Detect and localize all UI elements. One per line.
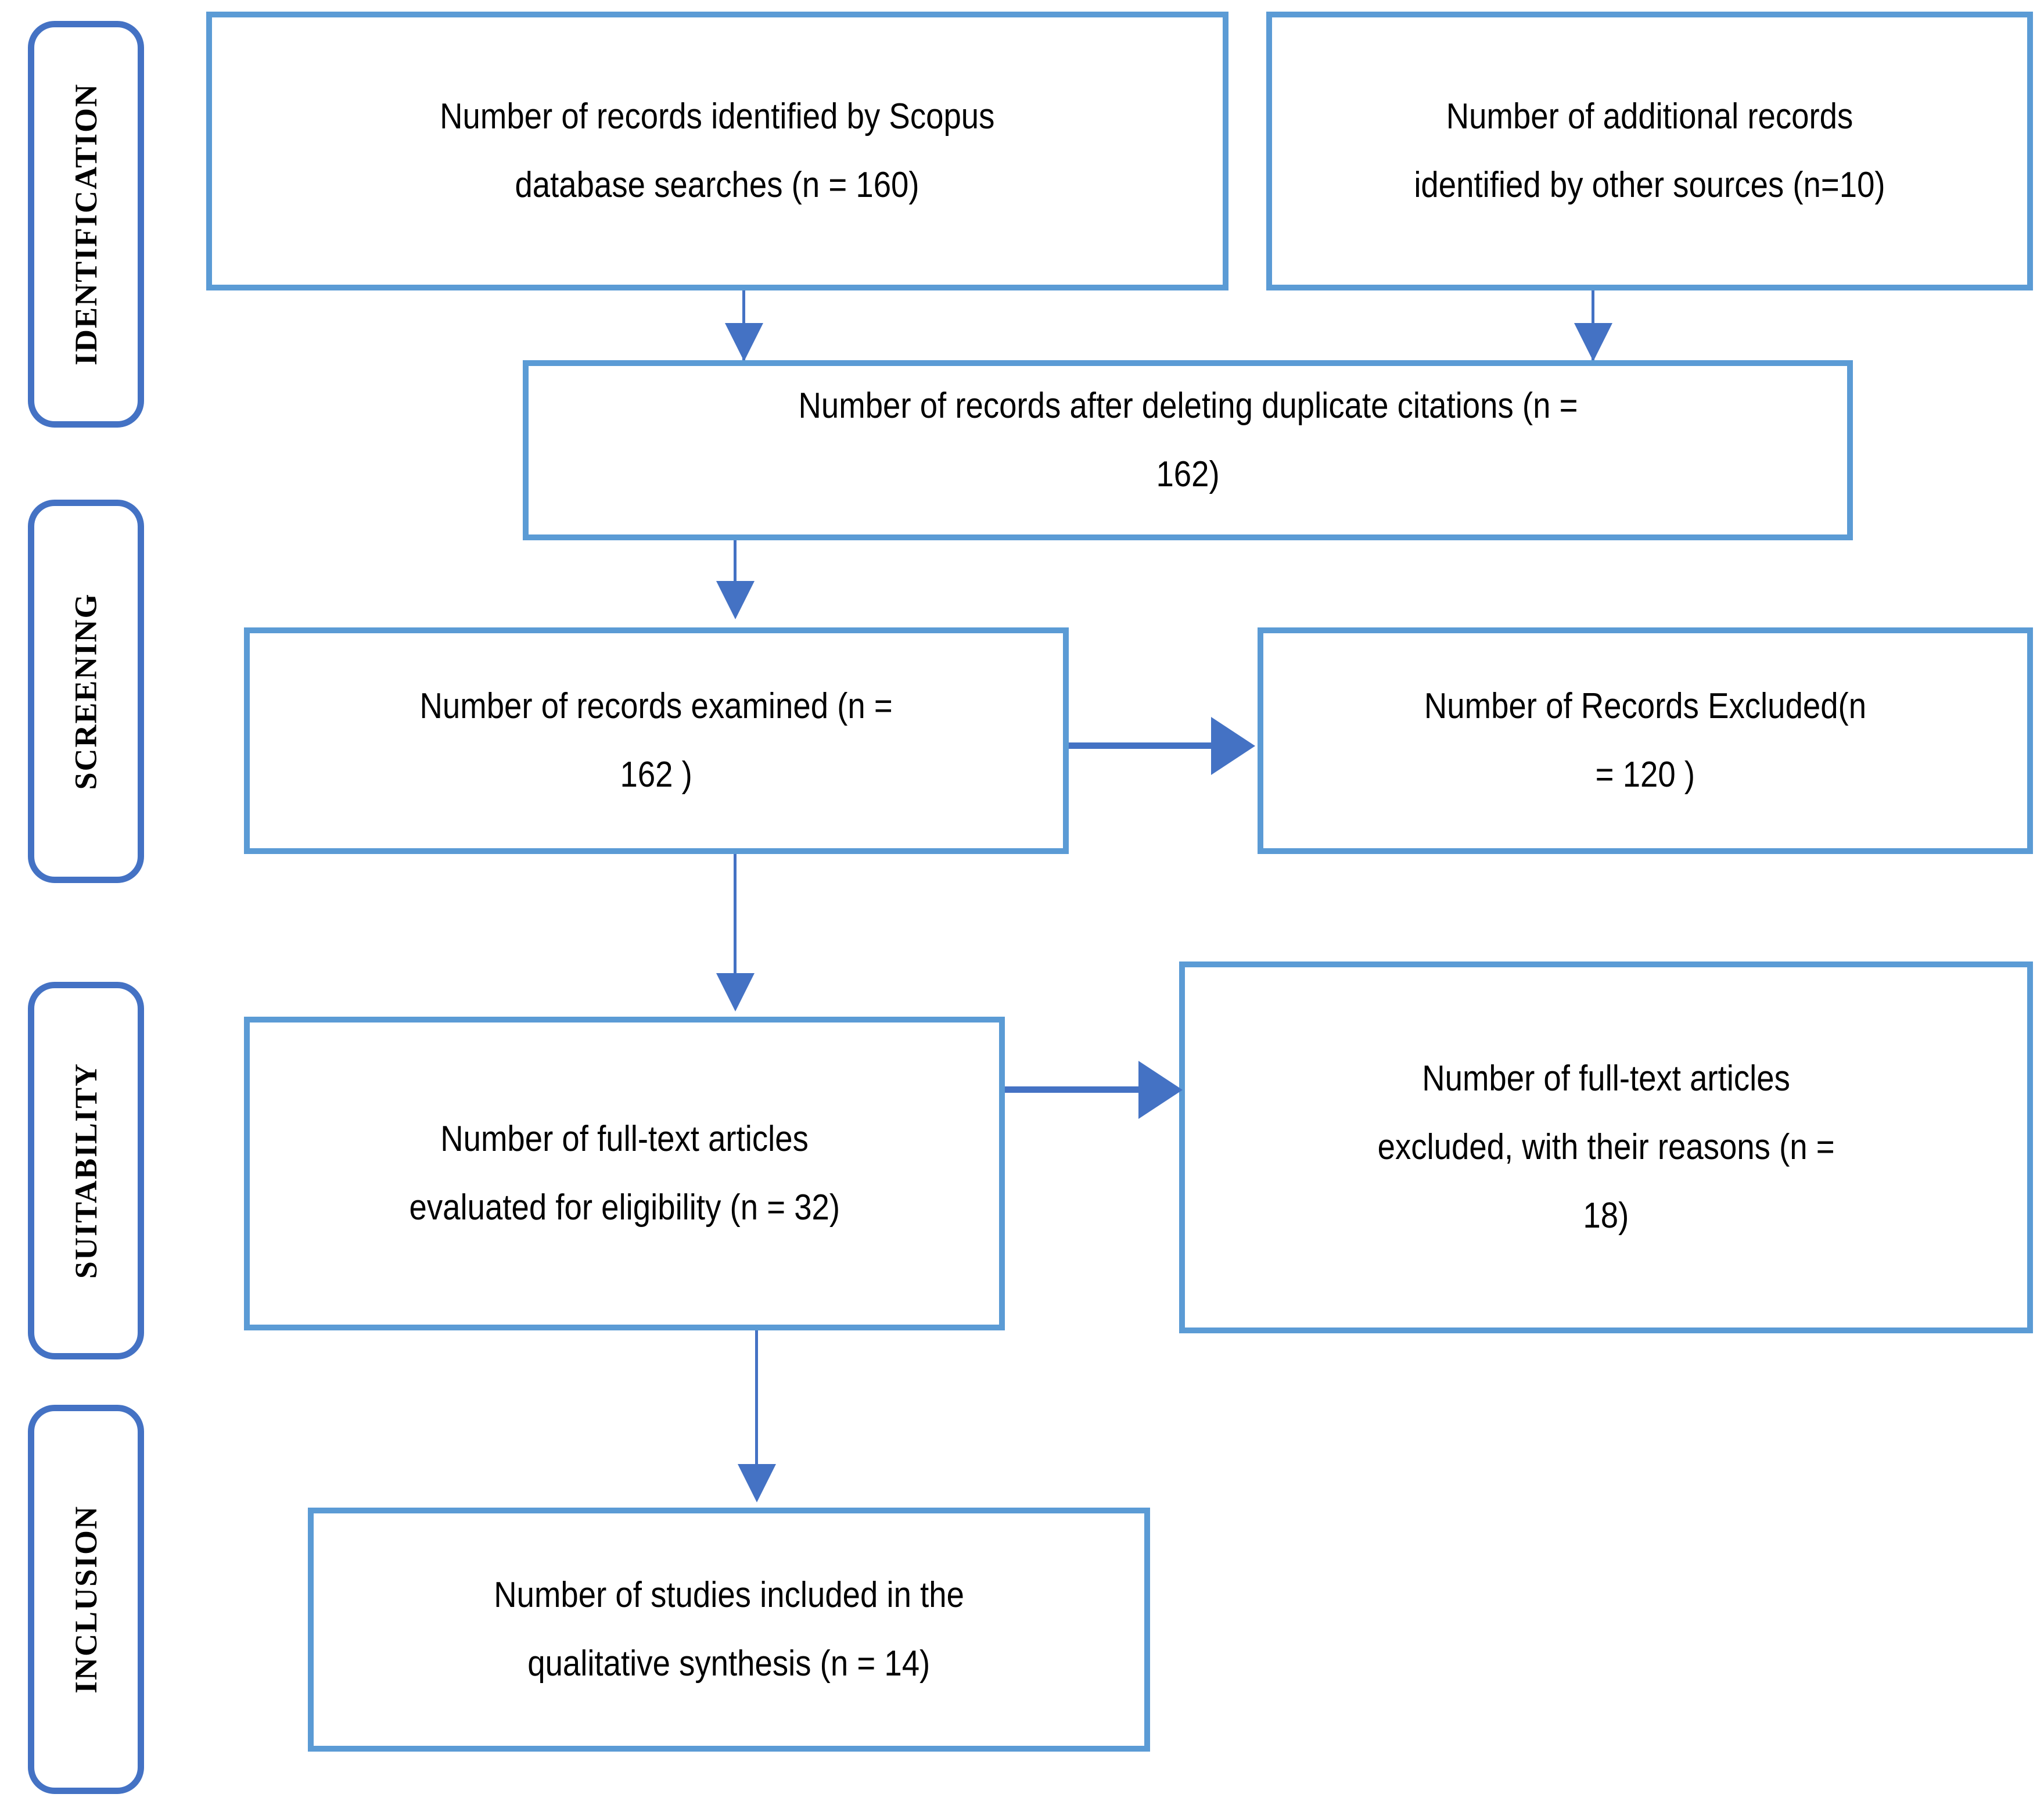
connector-examined-to-excluded-line xyxy=(1069,742,1217,749)
stage-label-inclusion: INCLUSION xyxy=(28,1405,144,1794)
box-after-duplicates-line1: Number of records after deleting duplica… xyxy=(798,386,1578,426)
connector-scopus-to-duplicates-arrowhead xyxy=(725,323,763,361)
box-fulltext-assessed: Number of full-text articles evaluated f… xyxy=(244,1017,1005,1330)
box-records-excluded: Number of Records Excluded(n = 120 ) xyxy=(1258,627,2033,854)
box-scopus-records-line2: database searches (n = 160) xyxy=(515,165,920,205)
box-other-records-line1: Number of additional records xyxy=(1446,96,1853,137)
box-fulltext-excluded-line1: Number of full-text articles xyxy=(1422,1059,1790,1099)
stage-label-screening: SCREENING xyxy=(28,500,144,883)
box-after-duplicates-line2: 162) xyxy=(1156,454,1220,494)
connector-fulltext-to-included-arrowhead xyxy=(738,1464,776,1502)
connector-duplicates-to-examined-arrowhead xyxy=(716,581,755,619)
box-fulltext-excluded-line3: 18) xyxy=(1583,1196,1629,1236)
box-records-excluded-line1: Number of Records Excluded(n xyxy=(1424,686,1867,726)
box-fulltext-excluded: Number of full-text articles excluded, w… xyxy=(1179,961,2033,1333)
connector-other-to-duplicates-arrowhead xyxy=(1574,323,1612,361)
box-other-records: Number of additional records identified … xyxy=(1266,12,2033,290)
box-fulltext-excluded-line2: excluded, with their reasons (n = xyxy=(1377,1127,1835,1167)
box-studies-included-line2: qualitative synthesis (n = 14) xyxy=(527,1644,931,1684)
connector-examined-to-fulltext-line xyxy=(734,854,737,1006)
box-other-records-line2: identified by other sources (n=10) xyxy=(1414,165,1885,205)
stage-label-suitability: SUITABILITY xyxy=(28,982,144,1359)
connector-duplicates-to-examined-line xyxy=(734,540,737,615)
box-studies-included-line1: Number of studies included in the xyxy=(494,1575,964,1615)
connector-fulltext-to-included-line xyxy=(755,1330,758,1499)
box-fulltext-assessed-line1: Number of full-text articles xyxy=(440,1119,809,1159)
box-after-duplicates: Number of records after deleting duplica… xyxy=(523,360,1853,540)
connector-fulltext-to-excluded-line xyxy=(1005,1086,1145,1093)
box-records-examined-line2: 162 ) xyxy=(620,755,693,795)
box-studies-included: Number of studies included in the qualit… xyxy=(308,1508,1150,1752)
stage-label-inclusion-text: INCLUSION xyxy=(69,1505,104,1694)
box-scopus-records: Number of records identified by Scopus d… xyxy=(206,12,1228,290)
box-records-excluded-line2: = 120 ) xyxy=(1595,755,1695,795)
connector-examined-to-fulltext-arrowhead xyxy=(716,973,755,1011)
box-records-examined-line1: Number of records examined (n = xyxy=(419,686,893,726)
stage-label-identification: IDENTIFICATION xyxy=(28,21,144,428)
stage-label-screening-text: SCREENING xyxy=(69,593,104,790)
stage-label-suitability-text: SUITABILITY xyxy=(69,1062,104,1279)
stage-label-identification-text: IDENTIFICATION xyxy=(69,82,104,366)
connector-examined-to-excluded-arrowhead xyxy=(1211,717,1255,775)
box-scopus-records-line1: Number of records identified by Scopus xyxy=(440,96,995,137)
box-records-examined: Number of records examined (n = 162 ) xyxy=(244,627,1069,854)
box-fulltext-assessed-line2: evaluated for eligibility (n = 32) xyxy=(409,1187,840,1228)
connector-fulltext-to-excluded-arrowhead xyxy=(1138,1061,1183,1119)
